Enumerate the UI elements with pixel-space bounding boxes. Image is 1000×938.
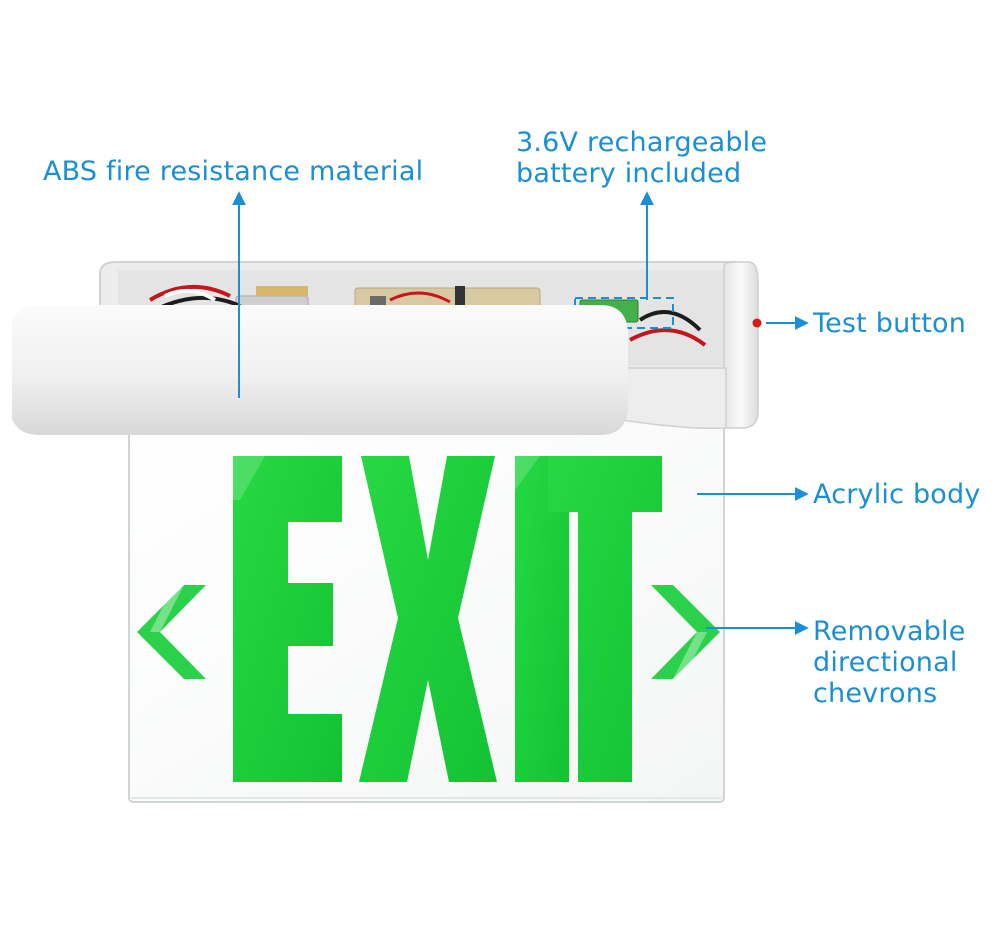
letter-x <box>359 456 497 782</box>
right-chevron <box>651 585 720 679</box>
exit-lettering <box>233 456 662 782</box>
callout-material: ABS fire resistance material <box>43 156 423 187</box>
callout-battery: 3.6V rechargeable battery included <box>516 127 767 189</box>
callout-chevrons-line-1: Removable <box>813 616 966 647</box>
callout-battery-line-2: battery included <box>516 158 742 189</box>
callout-arrows <box>232 191 809 635</box>
callout-battery-line-1: 3.6V rechargeable <box>516 127 768 158</box>
end-cap <box>723 261 759 429</box>
callout-test-button: Test button <box>813 308 966 339</box>
callout-chevrons-line-2: directional <box>813 647 958 678</box>
callout-acrylic-line-1: Acrylic body <box>813 479 981 510</box>
test-button-indicator[interactable] <box>752 318 762 328</box>
callout-acrylic: Acrylic body <box>813 479 981 510</box>
callout-material-line-1: ABS fire resistance material <box>43 156 424 187</box>
letter-e <box>233 456 342 782</box>
left-chevron <box>137 585 206 679</box>
direction-chevrons <box>137 585 720 679</box>
letter-t <box>548 456 662 782</box>
front-cover <box>0 305 628 435</box>
callout-test-button-line-1: Test button <box>813 308 967 339</box>
callout-chevrons-line-3: chevrons <box>813 678 938 709</box>
callout-chevrons: Removable directional chevrons <box>813 616 966 709</box>
